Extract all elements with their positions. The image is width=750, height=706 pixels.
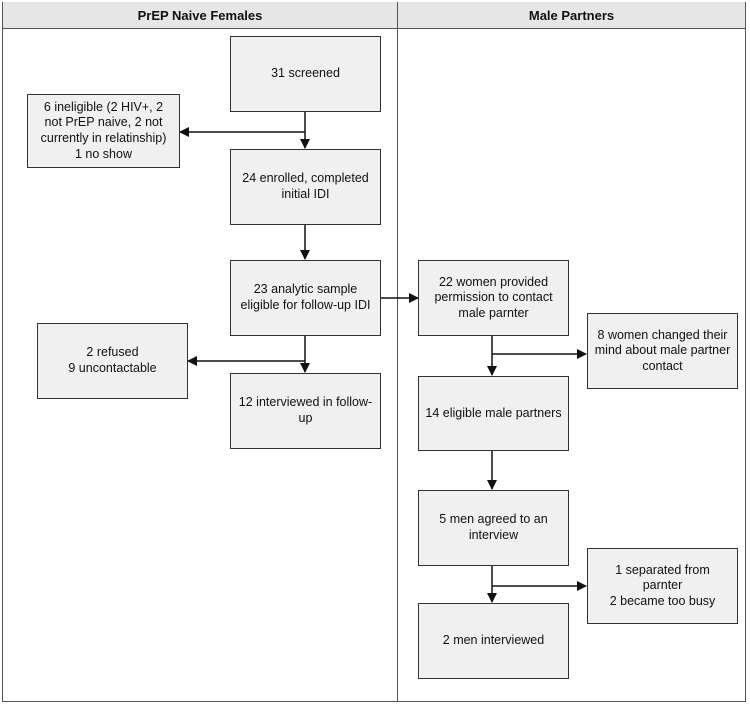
lane-title-females: PrEP Naive Females	[137, 7, 263, 23]
lane-divider	[397, 2, 398, 702]
box-agreed: 5 men agreed to an interview	[418, 490, 569, 566]
box-separated: 1 separated from parnter 2 became too bu…	[587, 548, 738, 624]
lane-header-females: PrEP Naive Females	[3, 2, 397, 29]
box-changed-mind: 8 women changed their mind about male pa…	[587, 313, 738, 389]
box-analytic-sample: 23 analytic sample eligible for follow-u…	[230, 260, 381, 336]
box-enrolled: 24 enrolled, completed initial IDI	[230, 149, 381, 225]
box-screened: 31 screened	[230, 36, 381, 112]
box-men-interviewed: 2 men interviewed	[418, 603, 569, 679]
box-interviewed-followup: 12 interviewed in follow-up	[230, 373, 381, 449]
box-eligible-males: 14 eligible male partners	[418, 376, 569, 451]
lane-title-males: Male Partners	[528, 7, 615, 23]
box-ineligible: 6 ineligible (2 HIV+, 2 not PrEP naive, …	[27, 94, 180, 168]
lane-header-males: Male Partners	[398, 2, 745, 29]
box-refused: 2 refused 9 uncontactable	[37, 323, 188, 399]
box-permission: 22 women provided permission to contact …	[418, 260, 569, 336]
